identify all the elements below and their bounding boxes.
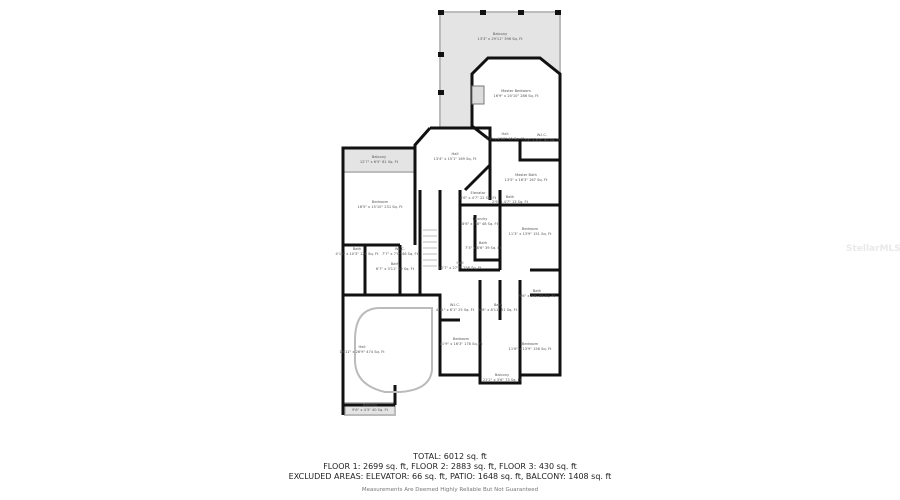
watermark: StellarMLS — [846, 244, 900, 254]
floor-areas: FLOOR 1: 2699 sq. ft, FLOOR 2: 2883 sq. … — [323, 462, 577, 471]
staircase — [423, 229, 437, 267]
fireplace — [471, 85, 485, 105]
room-label: W.I.C.7'7" x 7'0" 46 Sq. Ft — [382, 247, 419, 256]
room-label: W.I.C.7'4" x 8'3" 60 Sq. Ft — [524, 133, 561, 142]
area-summary: TOTAL: 6012 sq. ft FLOOR 1: 2699 sq. ft,… — [0, 452, 900, 495]
curved-staircase — [354, 307, 433, 393]
room-label: W.I.C.4'11" x 6'1" 25 Sq. Ft — [436, 303, 475, 312]
disclaimer: Measurements Are Deemed Highly Reliable … — [361, 487, 539, 493]
excluded-areas: EXCLUDED AREAS: ELEVATOR: 66 sq. ft, PAT… — [288, 472, 612, 481]
balcony-left — [342, 147, 416, 173]
total-area: TOTAL: 6012 sq. ft — [413, 452, 487, 461]
